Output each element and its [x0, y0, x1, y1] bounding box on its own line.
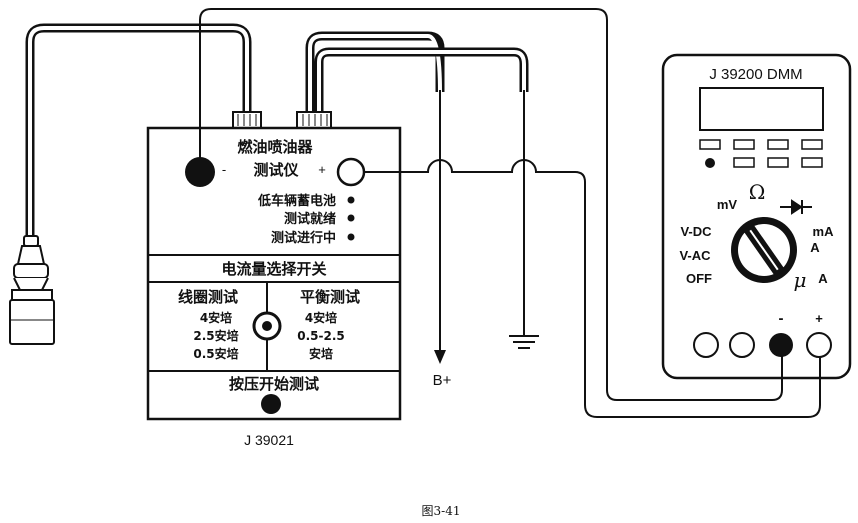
tester-connector-right	[296, 111, 332, 129]
current-select-label: 电流量选择开关	[221, 260, 326, 278]
tester-connector-left	[232, 111, 262, 129]
diode-icon	[780, 199, 812, 215]
dmm-model-label: J 39200 DMM	[709, 66, 802, 83]
dial-label-a: A	[810, 240, 820, 255]
power-cable-core	[308, 34, 442, 113]
ground-cable-core	[317, 50, 526, 113]
press-start-label: 按压开始测试	[229, 375, 319, 393]
injector-connector	[9, 235, 55, 345]
negative-test-lead	[199, 8, 783, 401]
dmm-key-3[interactable]	[767, 139, 789, 150]
dial-label-vdc: V-DC	[680, 224, 712, 239]
dmm-body	[661, 53, 852, 380]
indicator-low-battery-label: 低车辆蓄电池	[257, 193, 336, 209]
dial-label-ohm: Ω	[749, 180, 766, 204]
dmm-jack-2[interactable]	[729, 332, 755, 358]
coil-option-4a: 4安培	[200, 310, 232, 325]
positive-test-lead	[364, 159, 821, 418]
dmm-positive-jack[interactable]	[806, 332, 832, 358]
balance-option-range: 0.5-2.5	[297, 329, 345, 343]
coil-option-2-5a: 2.5安培	[193, 328, 238, 343]
dmm-key-4[interactable]	[801, 139, 823, 150]
dmm-display	[699, 87, 824, 131]
dmm-rotary-dial[interactable]	[731, 217, 797, 283]
digital-multimeter: J 39200 DMM mV Ω V-DC V-AC OFF mA A μ A	[661, 53, 852, 380]
dmm-jack-1[interactable]	[693, 332, 719, 358]
b-plus-label: B+	[433, 372, 452, 389]
dmm-key-7[interactable]	[801, 157, 823, 168]
dmm-power-indicator	[705, 158, 715, 168]
injector-cable-core	[28, 26, 249, 240]
dmm-minus-label: -	[779, 310, 784, 327]
dial-label-ma: mA	[813, 224, 835, 239]
indicator-ready-label: 测试就绪	[284, 211, 336, 227]
tester-positive-jack[interactable]	[336, 157, 366, 187]
injector-cable	[25, 23, 252, 240]
b-plus-arrow	[434, 350, 446, 364]
coil-test-label: 线圈测试	[178, 288, 238, 306]
injector-tester: 燃油喷油器 - 测试仪 + 低车辆蓄电池 测试就绪 测试进行中 电流量选择开关 …	[146, 111, 402, 448]
tester-body	[146, 126, 402, 421]
dmm-plus-label: +	[815, 311, 823, 326]
wires	[25, 8, 821, 418]
tester-plus-label: +	[318, 162, 326, 177]
dial-label-off: OFF	[686, 271, 712, 286]
tester-model-label: J 39021	[244, 432, 294, 448]
indicator-low-battery-led	[347, 196, 355, 204]
indicator-ready-led	[347, 214, 355, 222]
dmm-key-5[interactable]	[733, 157, 755, 168]
tester-minus-label: -	[222, 162, 226, 177]
dmm-negative-jack[interactable]	[769, 333, 793, 357]
ground-cable	[314, 47, 529, 113]
indicator-in-progress-label: 测试进行中	[271, 230, 336, 246]
battery-terminal: B+	[433, 350, 452, 389]
dial-label-ua-mu: μ	[794, 268, 807, 292]
tester-title-line2: 测试仪	[253, 161, 299, 179]
dial-label-mv: mV	[717, 197, 738, 212]
balance-option-4a: 4安培	[305, 310, 337, 325]
indicator-in-progress-led	[347, 233, 355, 241]
balance-test-label: 平衡测试	[300, 288, 360, 306]
balance-option-unit: 安培	[309, 346, 333, 361]
dial-label-vac: V-AC	[679, 248, 711, 263]
dmm-key-6[interactable]	[767, 157, 789, 168]
tester-title-line1: 燃油喷油器	[237, 138, 313, 156]
ground-symbol	[509, 335, 539, 349]
figure-caption: 图3-41	[422, 504, 461, 518]
coil-option-0-5a: 0.5安培	[193, 346, 238, 361]
current-selector-knob-center	[262, 321, 272, 331]
tester-negative-jack[interactable]	[185, 157, 215, 187]
dmm-key-2[interactable]	[733, 139, 755, 150]
dial-label-ua-a: A	[818, 271, 828, 286]
start-test-button[interactable]	[261, 394, 281, 414]
dmm-key-1[interactable]	[699, 139, 721, 150]
